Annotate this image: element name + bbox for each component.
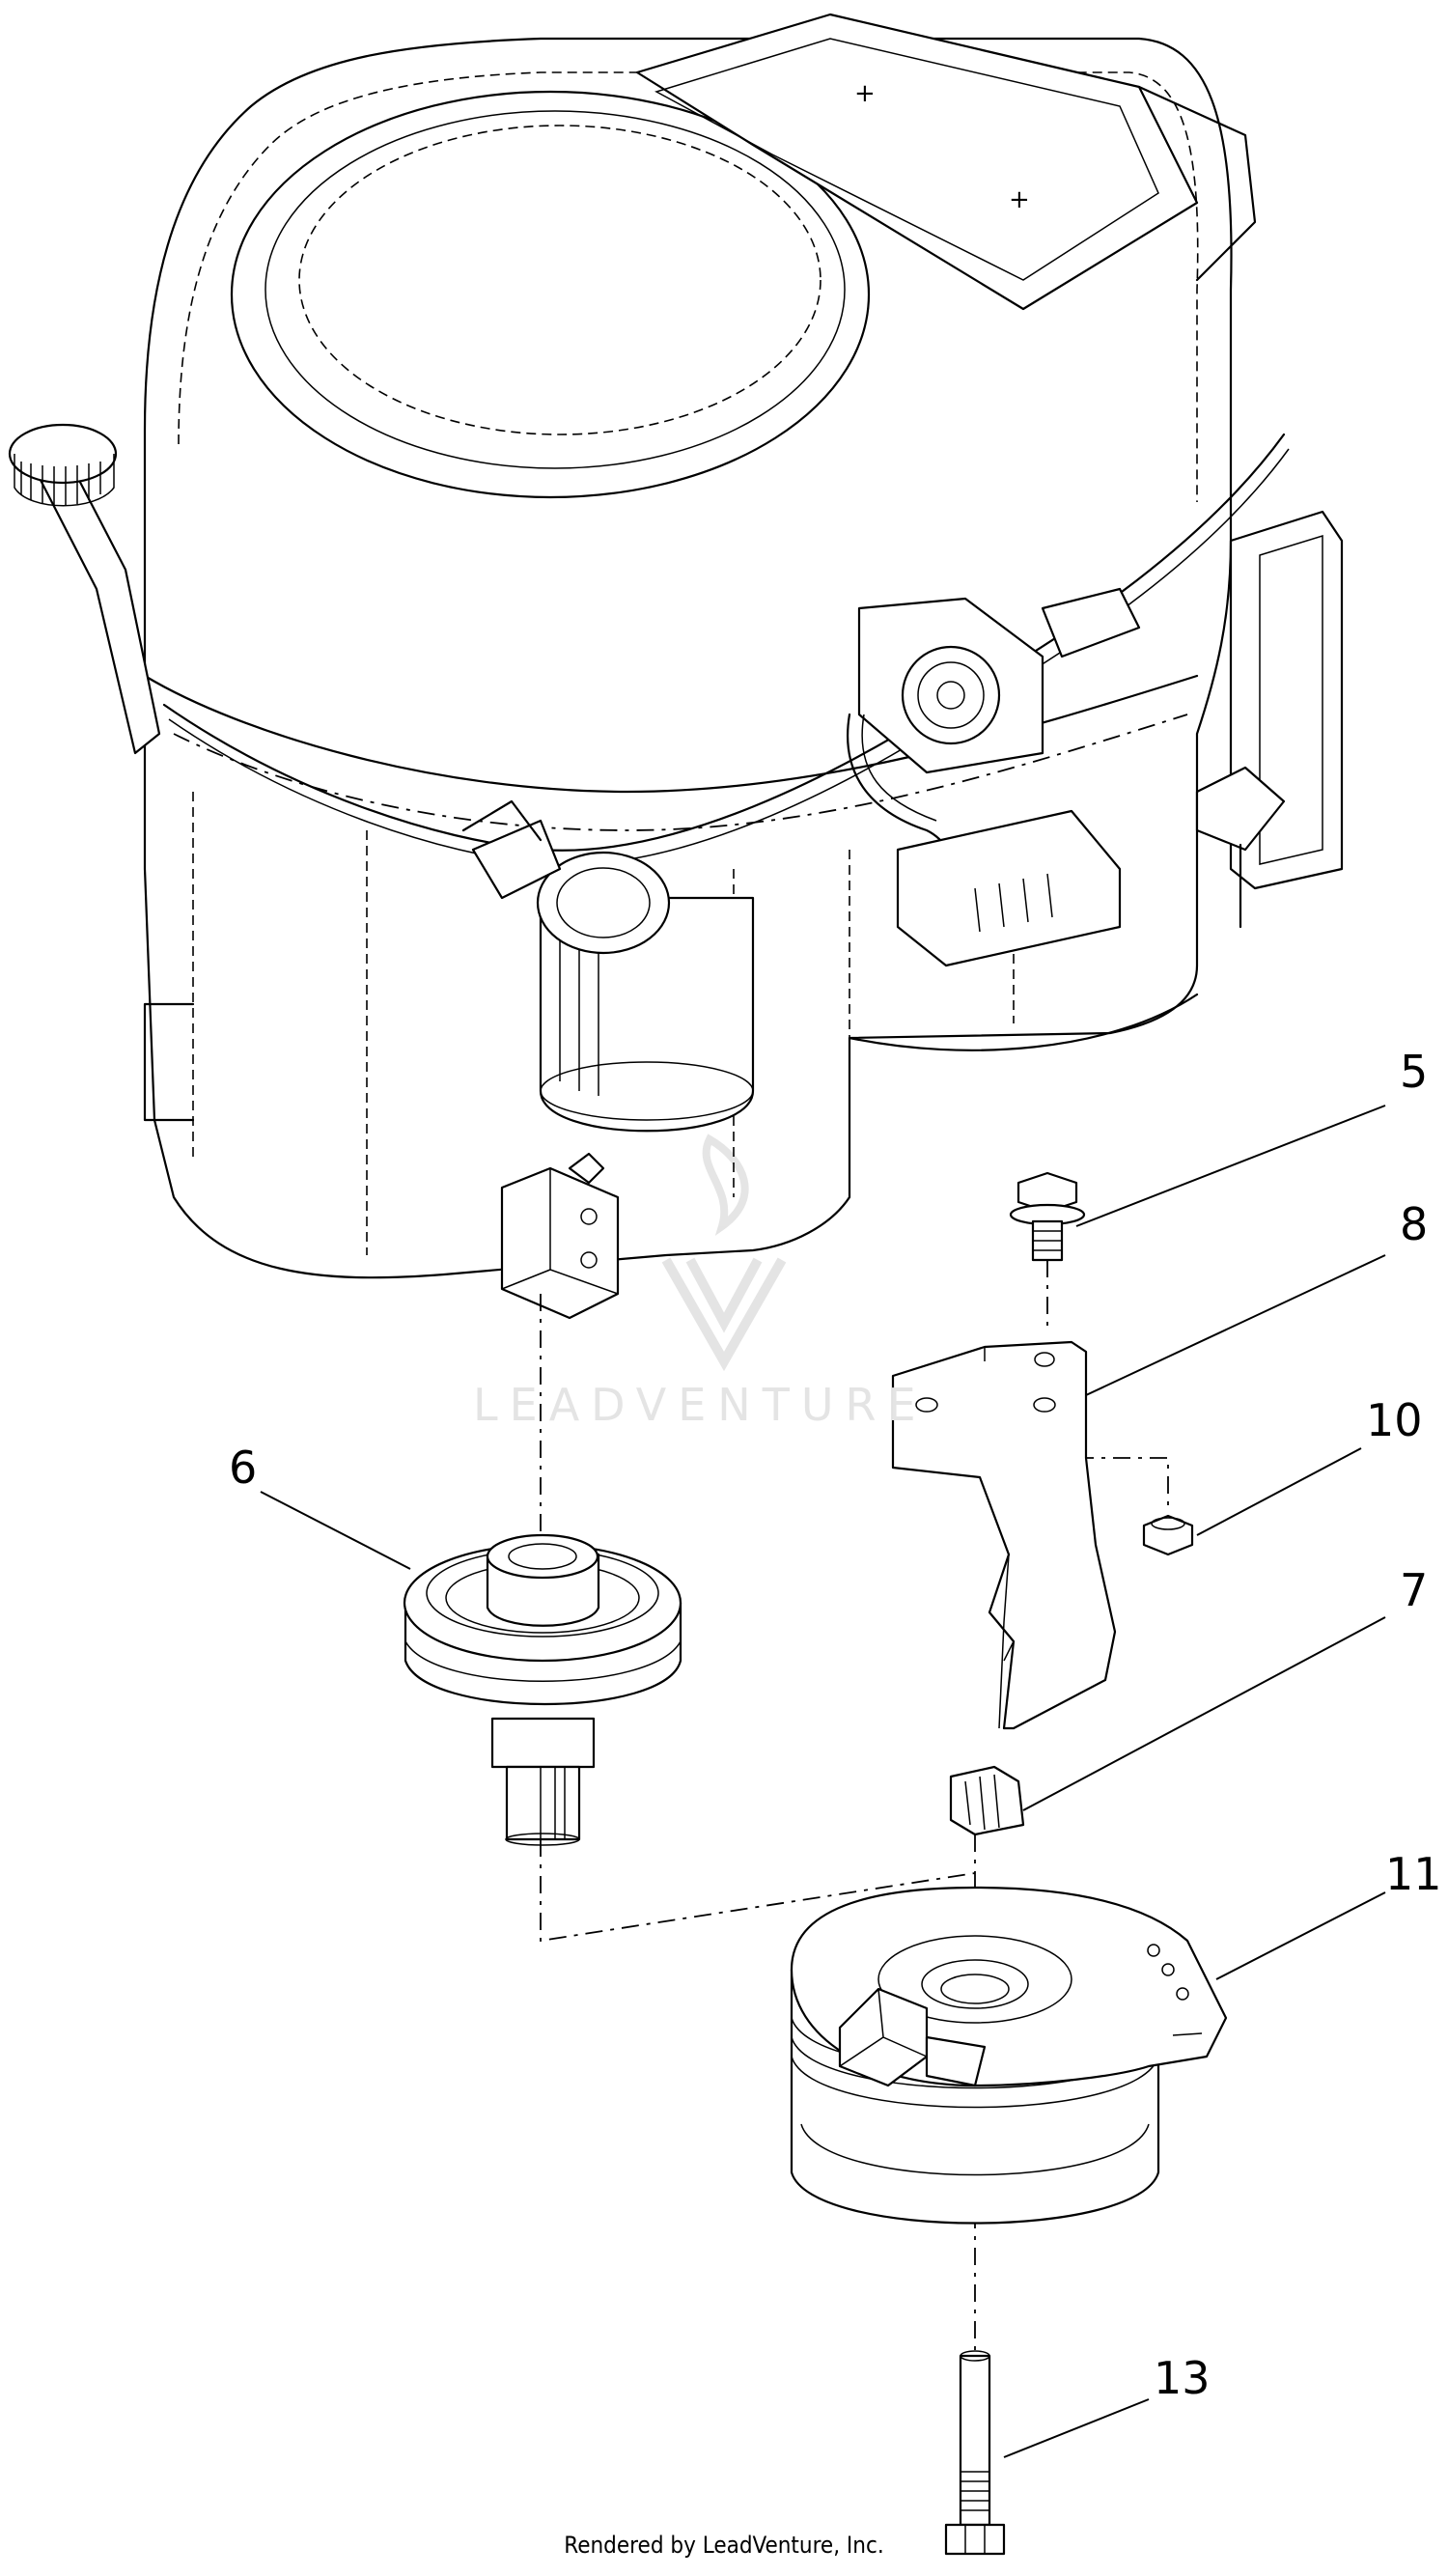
key-part-7 — [949, 1765, 1025, 1836]
callout-11: 11 — [1385, 1848, 1442, 1900]
callout-7: 7 — [1400, 1564, 1429, 1616]
callout-10: 10 — [1366, 1394, 1423, 1446]
bolt-part-13 — [944, 2350, 1006, 2556]
bracket-part-8 — [891, 1340, 1117, 1730]
callout-8: 8 — [1400, 1198, 1429, 1250]
engine-assembly: + + — [8, 13, 1344, 1320]
callout-13: 13 — [1154, 2352, 1211, 2404]
svg-text:+: + — [1009, 185, 1030, 214]
clutch-part-11 — [790, 1886, 1228, 2225]
pulley-part-6 — [403, 1533, 682, 1846]
footer-credit: Rendered by LeadVenture, Inc. — [564, 2532, 884, 2559]
leader-lines — [260, 1105, 1386, 2458]
callout-6: 6 — [229, 1442, 258, 1494]
bolt-part-5 — [1009, 1171, 1086, 1262]
watermark-text: LEADVENTURE — [473, 1379, 928, 1431]
svg-text:+: + — [854, 79, 876, 108]
watermark-logo — [661, 1134, 787, 1372]
nut-part-10 — [1142, 1514, 1194, 1556]
callout-5: 5 — [1400, 1046, 1429, 1098]
